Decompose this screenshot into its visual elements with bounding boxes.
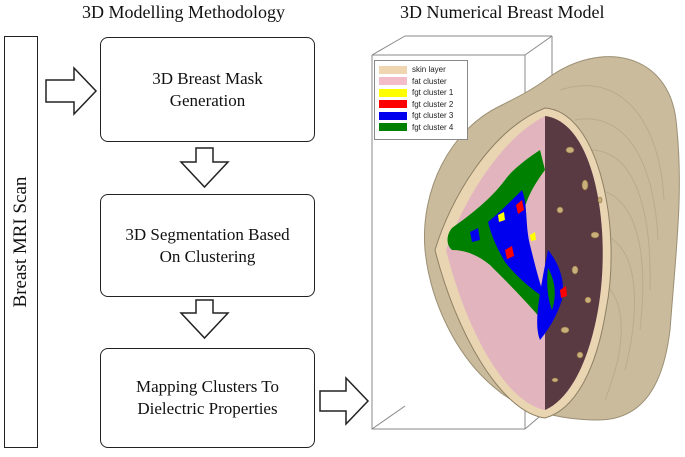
legend-item: fgt cluster 4 [379,122,463,134]
legend-swatch [379,65,407,74]
legend-swatch [379,111,407,120]
step-segmentation-label: 3D Segmentation Based On Clustering [125,224,290,266]
legend-label: fat cluster [412,76,447,86]
step-dielectric-mapping: Mapping Clusters To Dielectric Propertie… [100,348,315,448]
step-mask-generation: 3D Breast Mask Generation [100,37,315,142]
legend-swatch [379,88,407,97]
cut-dark-half [545,116,603,410]
arrow-down-2 [179,299,230,340]
legend-item: fat cluster [379,76,463,88]
legend-label: skin layer [412,65,446,75]
legend-swatch [379,77,407,86]
arrow-to-model [319,376,370,426]
model-title: 3D Numerical Breast Model [400,2,605,22]
methodology-title: 3D Modelling Methodology [82,2,285,22]
arrow-down-1 [179,147,230,189]
step-mask-generation-label: 3D Breast Mask Generation [152,68,263,110]
step-dielectric-mapping-label: Mapping Clusters To Dielectric Propertie… [136,377,279,418]
legend-label: fgt cluster 2 [412,99,454,109]
arrow-to-mask-step [45,66,98,116]
legend-item: skin layer [379,64,463,76]
step-segmentation: 3D Segmentation Based On Clustering [100,194,315,297]
legend-label: fgt cluster 4 [412,122,454,132]
legend-item: fgt cluster 1 [379,87,463,99]
legend-item: fgt cluster 2 [379,99,463,111]
legend-swatch [379,100,407,109]
legend-label: fgt cluster 1 [412,88,454,98]
legend-swatch [379,123,407,132]
legend-item: fgt cluster 3 [379,110,463,122]
breast-mri-scan-bar: Breast MRI Scan [4,36,38,448]
fgt-clusters [447,146,603,383]
legend-label: fgt cluster 3 [412,111,454,121]
